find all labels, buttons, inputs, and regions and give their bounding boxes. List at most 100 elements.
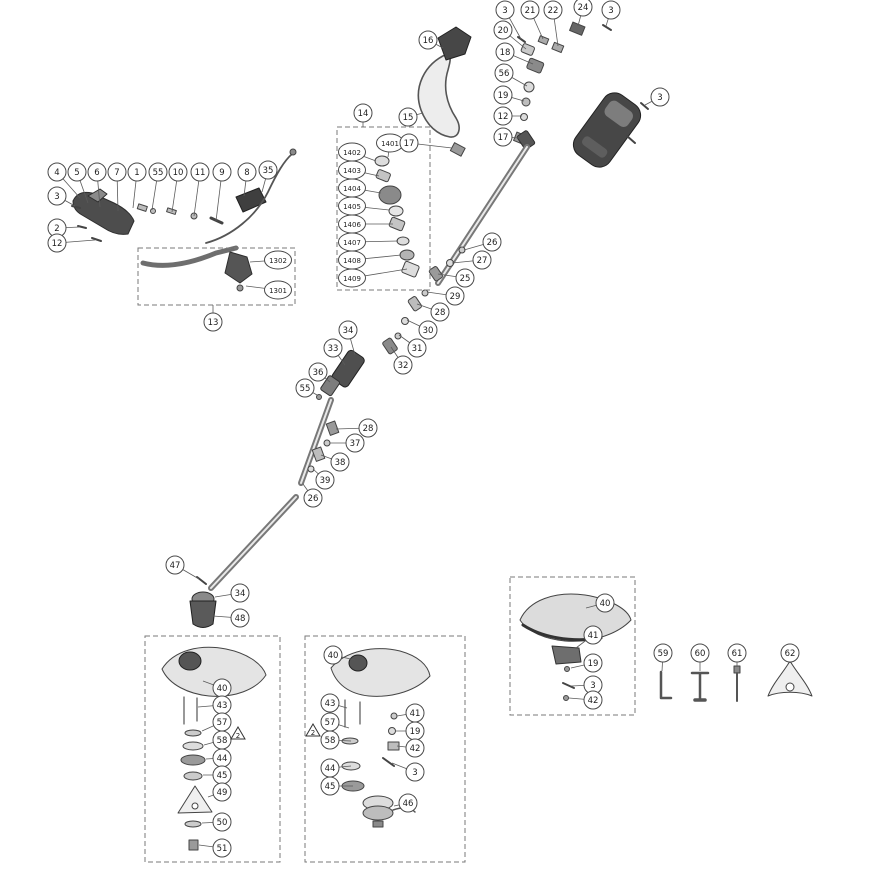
svg-text:26: 26 bbox=[487, 238, 498, 248]
svg-text:9: 9 bbox=[219, 168, 224, 178]
part-motor-housing bbox=[572, 92, 649, 168]
callout-36: 36 bbox=[308, 362, 331, 383]
svg-text:46: 46 bbox=[403, 799, 414, 809]
svg-text:56: 56 bbox=[499, 69, 510, 79]
svg-text:43: 43 bbox=[325, 699, 336, 709]
callout-3: 3 bbox=[47, 186, 76, 207]
part-coupler bbox=[316, 349, 365, 400]
svg-text:40: 40 bbox=[217, 684, 228, 694]
svg-text:5: 5 bbox=[74, 168, 79, 178]
svg-text:58: 58 bbox=[325, 736, 336, 746]
svg-text:50: 50 bbox=[217, 818, 228, 828]
svg-text:44: 44 bbox=[217, 754, 228, 764]
callout-51: 51 bbox=[198, 838, 232, 858]
svg-text:57: 57 bbox=[325, 718, 336, 728]
callout-1406: 1406 bbox=[338, 214, 393, 234]
svg-text:48: 48 bbox=[235, 614, 246, 624]
svg-text:60: 60 bbox=[695, 649, 706, 659]
callout-55: 55 bbox=[295, 378, 318, 398]
part-gearhead-stack bbox=[374, 155, 420, 278]
callout-56: 56 bbox=[494, 63, 528, 87]
part-guard bbox=[519, 593, 632, 701]
callout-46: 46 bbox=[393, 793, 418, 813]
callout-1404: 1404 bbox=[338, 178, 382, 198]
svg-text:19: 19 bbox=[498, 91, 509, 101]
svg-text:58: 58 bbox=[217, 736, 228, 746]
svg-text:42: 42 bbox=[410, 744, 421, 754]
callout-43: 43 bbox=[320, 693, 348, 713]
callout-1301: 1301 bbox=[245, 280, 292, 300]
group-box-guard bbox=[509, 576, 636, 716]
callout-42: 42 bbox=[568, 690, 603, 710]
callout-3: 3 bbox=[601, 0, 621, 27]
svg-text:61: 61 bbox=[732, 649, 743, 659]
callout-55: 55 bbox=[148, 162, 168, 211]
callout-61: 61 bbox=[727, 643, 747, 666]
callout-8: 8 bbox=[237, 162, 257, 197]
svg-text:1403: 1403 bbox=[343, 167, 361, 175]
svg-text:19: 19 bbox=[588, 659, 599, 669]
callout-1408: 1408 bbox=[338, 250, 402, 270]
svg-text:3: 3 bbox=[608, 6, 613, 16]
svg-text:17: 17 bbox=[498, 133, 509, 143]
svg-text:30: 30 bbox=[423, 326, 434, 336]
callout-1403: 1403 bbox=[338, 160, 380, 180]
svg-text:44: 44 bbox=[325, 764, 336, 774]
svg-text:32: 32 bbox=[398, 361, 409, 371]
callout-59: 59 bbox=[653, 643, 673, 672]
callout-12: 12 bbox=[47, 233, 96, 253]
callout-1409: 1409 bbox=[338, 268, 408, 288]
callout-29: 29 bbox=[426, 286, 465, 306]
part-lower-shaft bbox=[196, 494, 299, 591]
svg-text:24: 24 bbox=[578, 3, 589, 13]
svg-text:11: 11 bbox=[195, 168, 206, 178]
callout-17: 17 bbox=[493, 127, 520, 147]
callout-62: 62 bbox=[780, 643, 800, 663]
part-front-handle bbox=[71, 188, 135, 242]
svg-text:27: 27 bbox=[477, 256, 488, 266]
callout-57: 57 bbox=[201, 712, 232, 732]
part-upper-shaft-fittings bbox=[382, 246, 466, 355]
tool-hex-key bbox=[659, 670, 673, 700]
callout-1402: 1402 bbox=[338, 142, 377, 162]
svg-text:40: 40 bbox=[600, 599, 611, 609]
callout-1407: 1407 bbox=[338, 232, 399, 252]
svg-text:59: 59 bbox=[658, 649, 669, 659]
callout-38: 38 bbox=[320, 452, 350, 472]
svg-text:14: 14 bbox=[358, 109, 369, 119]
callout-25: 25 bbox=[437, 268, 475, 288]
svg-text:12: 12 bbox=[52, 239, 63, 249]
svg-text:62: 62 bbox=[785, 649, 796, 659]
callout-37: 37 bbox=[330, 433, 365, 453]
part-blade-stack bbox=[177, 729, 213, 851]
callout-49: 49 bbox=[207, 782, 232, 802]
callout-40: 40 bbox=[202, 678, 232, 698]
callout-16: 16 bbox=[418, 30, 444, 50]
svg-text:57: 57 bbox=[217, 718, 228, 728]
tool-rod bbox=[733, 665, 741, 702]
part-trimmer-guard bbox=[330, 648, 431, 728]
callout-4: 4 bbox=[47, 162, 81, 199]
callout-22: 22 bbox=[543, 0, 563, 47]
callout-28: 28 bbox=[335, 418, 378, 438]
callout-57: 57 bbox=[320, 712, 350, 732]
svg-text:34: 34 bbox=[235, 589, 246, 599]
warning-marker: 2 bbox=[305, 723, 321, 737]
callout-26: 26 bbox=[302, 483, 323, 508]
callout-27: 27 bbox=[451, 250, 492, 270]
svg-text:45: 45 bbox=[325, 782, 336, 792]
svg-text:1409: 1409 bbox=[343, 275, 361, 283]
callout-1405: 1405 bbox=[338, 196, 390, 216]
callout-26: 26 bbox=[463, 232, 502, 252]
svg-text:6: 6 bbox=[94, 168, 99, 178]
svg-text:7: 7 bbox=[114, 168, 119, 178]
svg-text:2: 2 bbox=[54, 224, 59, 234]
svg-text:55: 55 bbox=[300, 384, 311, 394]
svg-text:29: 29 bbox=[450, 292, 461, 302]
part-handle-fasteners bbox=[136, 203, 224, 225]
warning-marker: 2 bbox=[230, 726, 246, 740]
svg-text:55: 55 bbox=[153, 168, 164, 178]
callout-31: 31 bbox=[398, 334, 427, 358]
